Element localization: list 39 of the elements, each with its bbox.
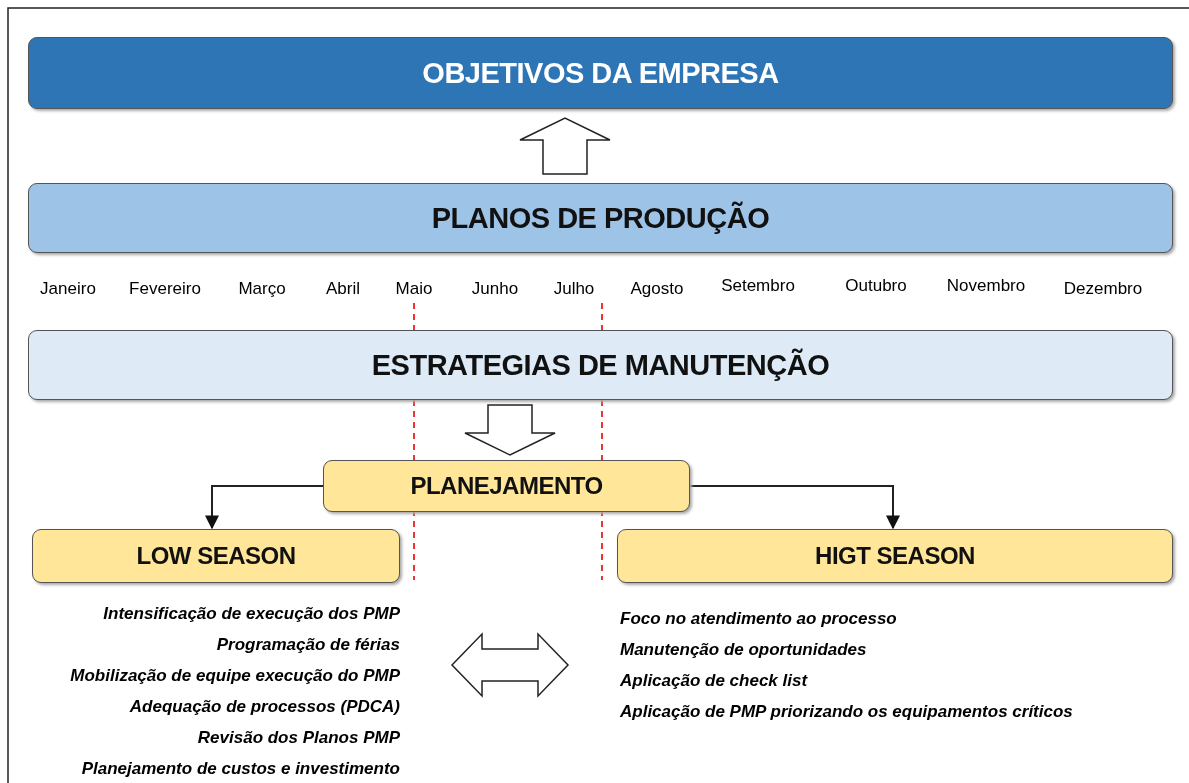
month-label: Janeiro — [40, 279, 96, 299]
month-label: Novembro — [946, 276, 1026, 296]
box-title: PLANEJAMENTO — [410, 472, 603, 500]
process-box — [617, 529, 1173, 583]
list-text: Intensificação de execução dos PMP — [102, 603, 400, 625]
arrow — [205, 485, 324, 530]
box-title: ESTRATEGIAS DE MANUTENÇÃO — [371, 348, 830, 382]
list-text: Programação de férias — [215, 634, 400, 656]
box-title: HIGT SEASON — [815, 542, 975, 570]
title-banner — [28, 37, 1173, 109]
month-label: Fevereiro — [129, 279, 201, 299]
month-label: Abril — [326, 279, 360, 299]
month-label: Setembro — [721, 276, 795, 296]
process-box — [32, 529, 400, 583]
list-text: Manutenção de oportunidades — [620, 639, 868, 661]
list-text: Aplicação de check list — [620, 670, 809, 692]
block-arrow — [464, 404, 556, 456]
month-label: Maio — [395, 279, 433, 299]
box-title: PLANOS DE PRODUÇÃO — [431, 201, 770, 235]
month-label: Agosto — [630, 279, 684, 299]
month-label: Outubro — [845, 276, 907, 296]
month-label: Dezembro — [1063, 279, 1143, 299]
list-text: Mobilização de equipe execução do PMP — [69, 665, 400, 687]
banner — [28, 183, 1173, 253]
block-arrow — [519, 117, 611, 175]
list-text: Aplicação de PMP priorizando os equipamentos críticos — [620, 701, 1074, 723]
list-text: Adequação de processos (PDCA) — [128, 696, 400, 718]
month-label: Junho — [471, 279, 519, 299]
box-title: LOW SEASON — [136, 542, 296, 570]
list-text: Foco no atendimento ao processo — [620, 608, 898, 630]
month-label: Março — [238, 279, 286, 299]
box-title: OBJETIVOS DA EMPRESA — [422, 56, 779, 90]
process-box — [323, 460, 690, 512]
list-text: Planejamento de custos e investimento — [80, 758, 400, 780]
double-block-arrow — [450, 632, 570, 698]
banner — [28, 330, 1173, 400]
month-label: Julho — [553, 279, 595, 299]
list-text: Revisão dos Planos PMP — [196, 727, 400, 749]
arrow — [689, 485, 900, 530]
